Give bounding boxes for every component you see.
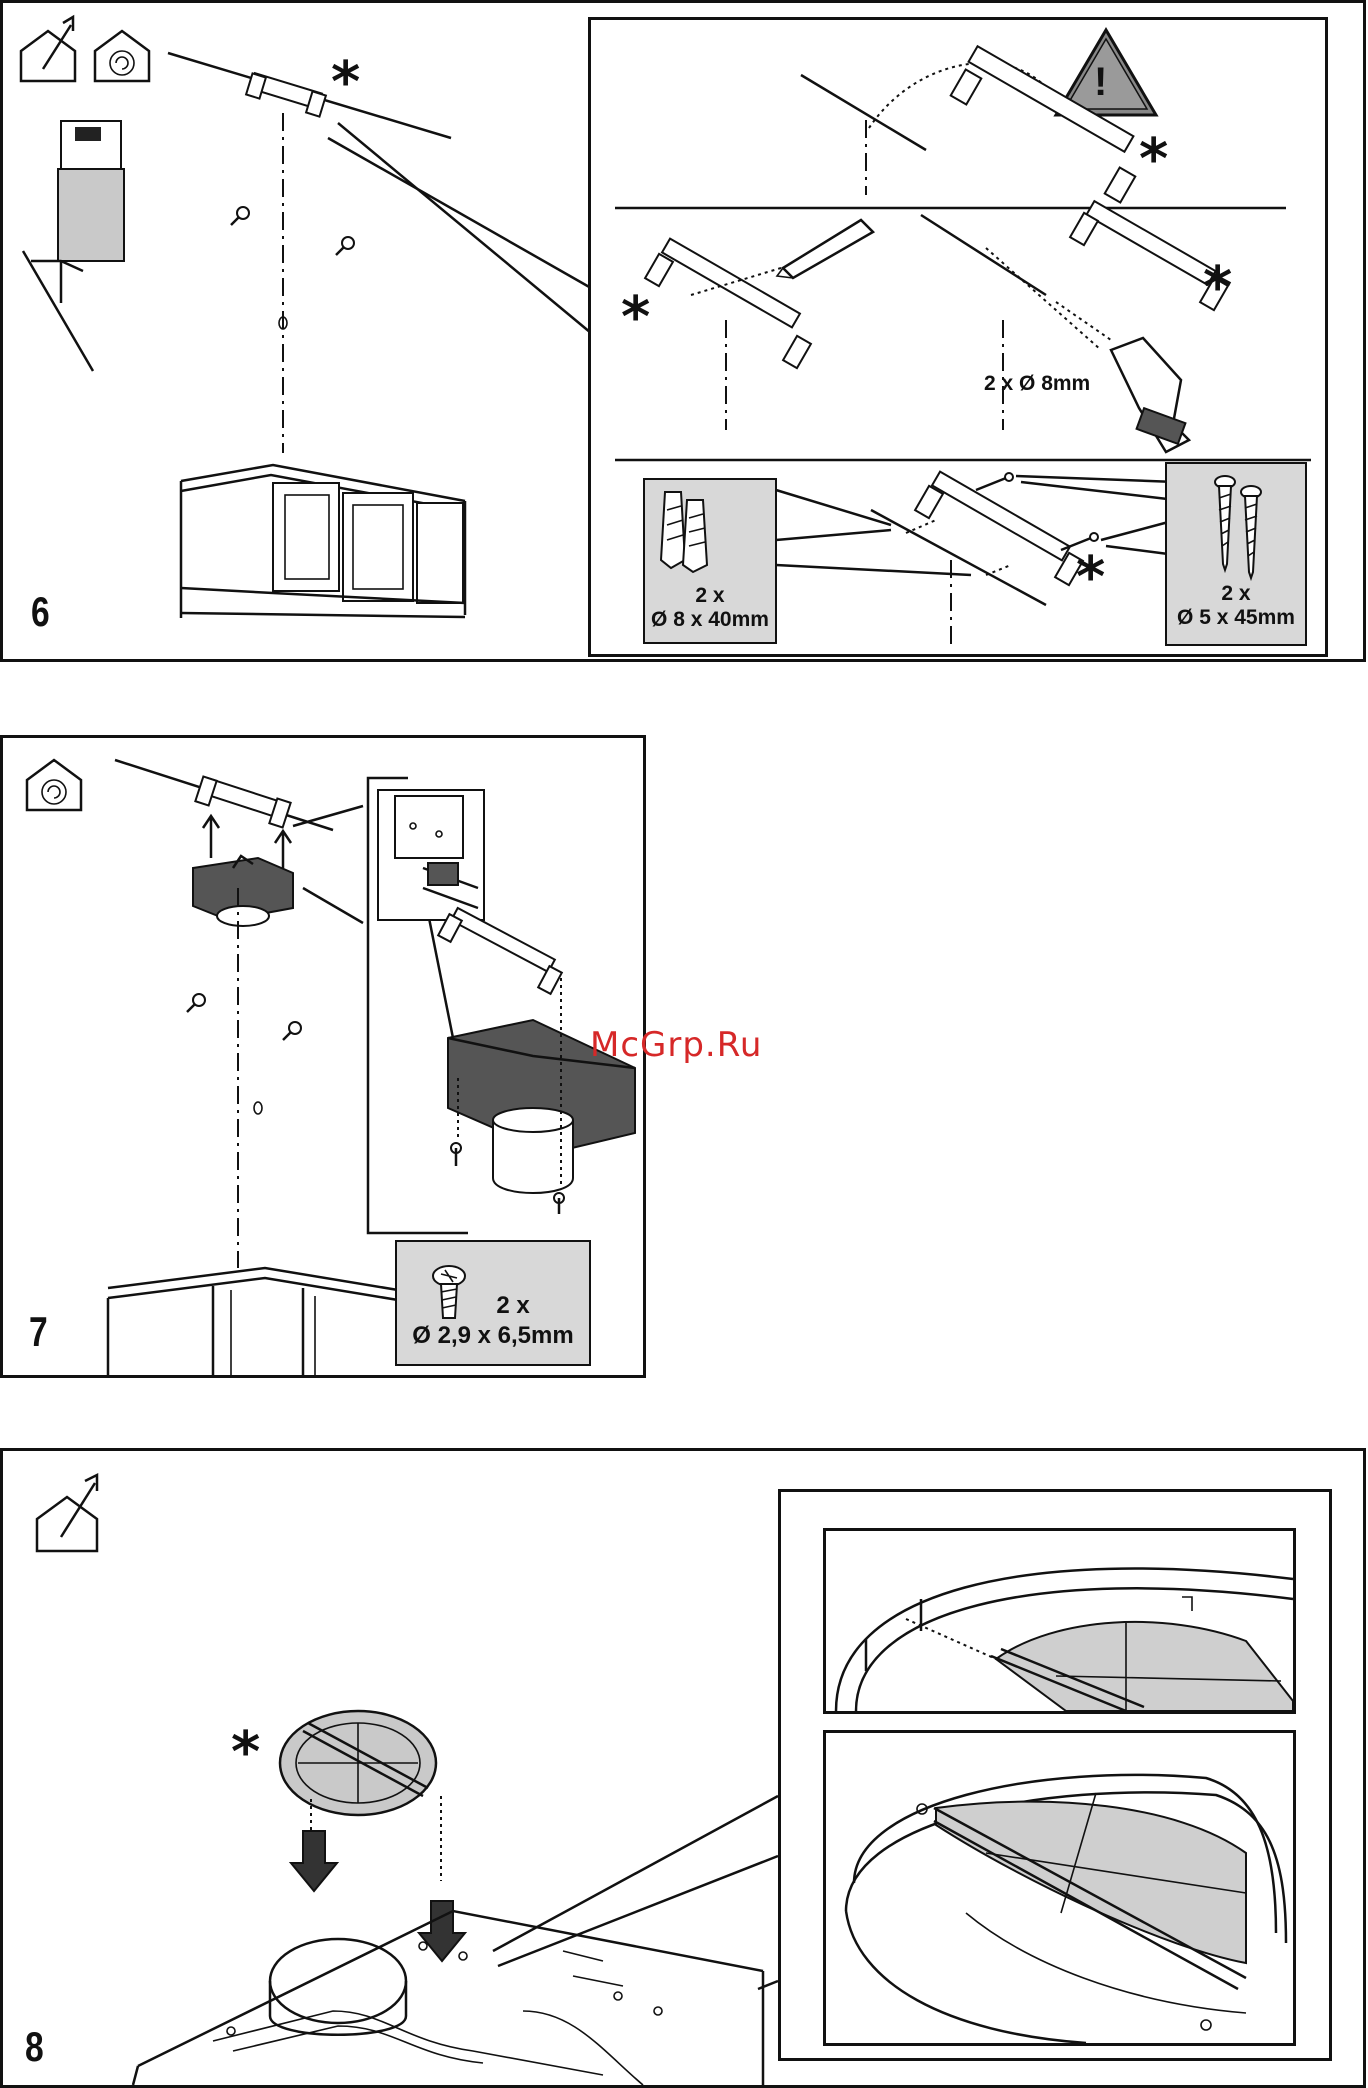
house-with-spiral-icon	[95, 31, 149, 81]
step-6-detail-box: * * * * ! 2 x Ø 8mm 2 x Ø 8 x 40mm	[588, 17, 1328, 657]
filter-insertion-detail	[826, 1531, 1293, 1711]
step-7-panel: 7 2 x Ø 2,9 x 6,5mm	[0, 735, 646, 1378]
asterisk-marker: *	[621, 290, 650, 346]
asterisk-marker: *	[231, 1725, 260, 1781]
filter-locked-detail	[826, 1733, 1293, 2043]
wall-plug-icon	[645, 480, 775, 570]
step-7-number: 7	[29, 1308, 48, 1356]
screws-quantity: 2 x	[1167, 582, 1305, 606]
drill-diameter-label: 2 x Ø 8mm	[984, 372, 1090, 396]
watermark: McGrp.Ru	[590, 1025, 762, 1065]
step-8-detail-box	[778, 1489, 1332, 2061]
asterisk-marker: *	[1203, 260, 1232, 316]
asterisk-marker: *	[1076, 550, 1105, 606]
asterisk-marker: *	[1139, 132, 1168, 188]
asterisk-marker: *	[331, 55, 360, 111]
plugs-quantity: 2 x	[645, 584, 775, 608]
house-with-arrow-icon	[37, 1475, 97, 1551]
mounting-screws-size: Ø 2,9 x 6,5mm	[397, 1324, 589, 1348]
step-8-detail-top	[823, 1528, 1296, 1714]
mounting-screws-spec-box: 2 x Ø 2,9 x 6,5mm	[395, 1240, 591, 1366]
step-8-panel: * 8	[0, 1448, 1366, 2088]
wall-screws-spec-box: 2 x Ø 5 x 45mm	[1165, 462, 1307, 646]
step-6-panel: 6 *	[0, 0, 1366, 662]
screw-icon	[231, 207, 354, 255]
step-8-detail-bottom	[823, 1730, 1296, 2046]
step-6-main-illustration	[3, 3, 583, 643]
wall-plugs-spec-box: 2 x Ø 8 x 40mm	[643, 478, 777, 644]
mounting-screws-quantity: 2 x	[437, 1294, 589, 1318]
step-6-number: 6	[31, 588, 50, 636]
plugs-size: Ø 8 x 40mm	[645, 608, 775, 632]
step-8-number: 8	[25, 2023, 44, 2071]
screws-size: Ø 5 x 45mm	[1167, 606, 1305, 630]
wood-screw-icon	[1167, 464, 1307, 574]
house-with-arrow-icon	[21, 17, 75, 81]
warning-symbol: !	[1094, 60, 1107, 105]
house-with-spiral-icon	[27, 760, 81, 810]
